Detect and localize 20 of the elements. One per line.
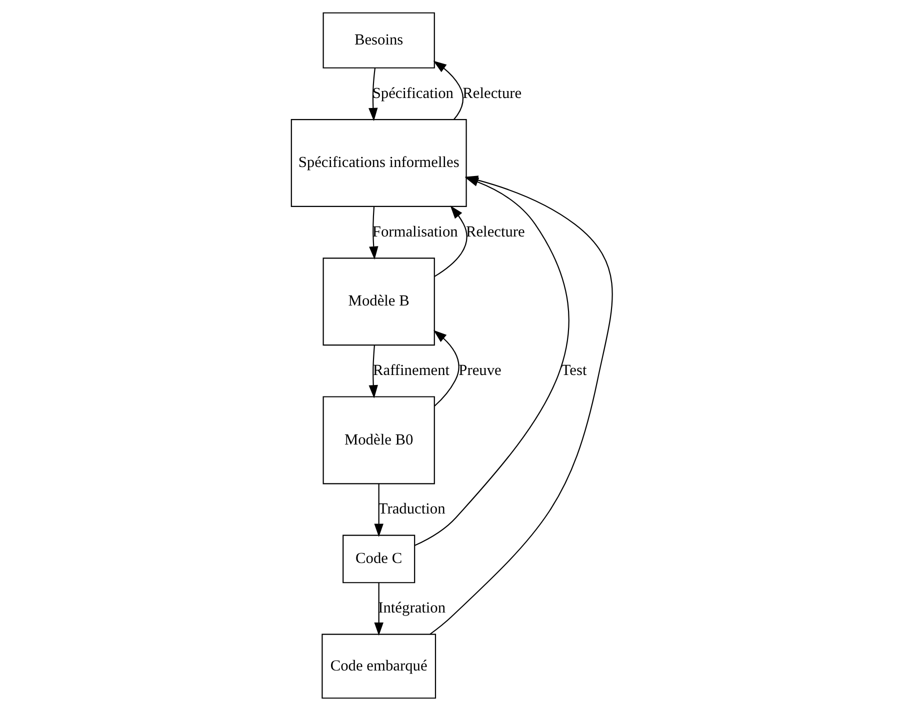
node-box: Code C — [342, 534, 416, 584]
arrow — [433, 330, 460, 406]
edge-label: Spécification — [372, 84, 454, 102]
arrow — [433, 60, 464, 120]
arrow — [369, 206, 378, 260]
arrow — [434, 206, 468, 278]
node-box: Code embarqué — [322, 634, 436, 699]
edge-label: Relecture — [462, 84, 522, 102]
edge-label: Preuve — [458, 362, 502, 379]
arrow — [374, 484, 384, 537]
arrow — [368, 68, 378, 122]
node-box: Spécifications informelles — [290, 119, 467, 208]
edge-label: Raffinement — [373, 362, 450, 379]
node-box: Modèle B0 — [322, 396, 435, 484]
arrow — [374, 582, 384, 636]
node-box: Besoins — [322, 12, 435, 68]
edge-label: Test — [561, 362, 587, 379]
edge-label: Relecture — [466, 223, 525, 240]
node-box: Modèle B — [322, 258, 435, 346]
arrow — [368, 345, 378, 398]
